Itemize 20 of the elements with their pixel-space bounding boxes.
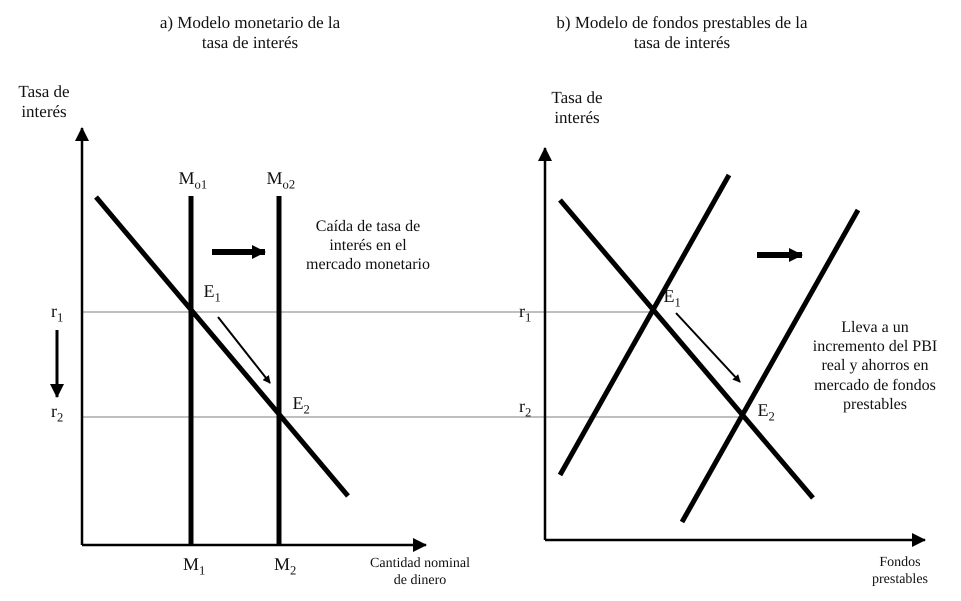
tick-label: r$_{1}$ — [519, 300, 532, 326]
curve-label: M$_{o1}$ — [178, 168, 208, 192]
tick-label: M$_{2}$ — [274, 554, 296, 578]
tick-label: M$_{1}$ — [183, 554, 206, 578]
point-label: E$_{2}$ — [758, 400, 775, 424]
axis-title: Tasa de interés — [17, 82, 71, 122]
tick-label: r$_{2}$ — [519, 396, 532, 420]
tick-label: r$_{2}$ — [51, 400, 64, 426]
axis-title: Tasa de interés — [550, 88, 604, 128]
annotation: Caída de tasa de interés en el mercado monetario — [305, 217, 431, 275]
tick-label: r$_{1}$ — [51, 300, 64, 326]
panel-title: b) Modelo de fondos prestables de la tasa de interés — [555, 12, 809, 54]
point-label: E$_{2}$ — [292, 392, 310, 418]
axis-title: Fondos prestables — [871, 555, 929, 589]
point-label: E$_{1}$ — [204, 280, 221, 306]
curve-label: M$_{o2}$ — [266, 168, 296, 192]
point-label: E$_{1}$ — [664, 286, 681, 310]
annotation: Lleva a un incremento del PBI real y ahorros en mercado de fondos prestables — [812, 318, 938, 414]
axis-title: Cantidad nominal de dinero — [369, 556, 471, 590]
panel-title: a) Modelo monetario de la tasa de interés — [158, 12, 342, 54]
